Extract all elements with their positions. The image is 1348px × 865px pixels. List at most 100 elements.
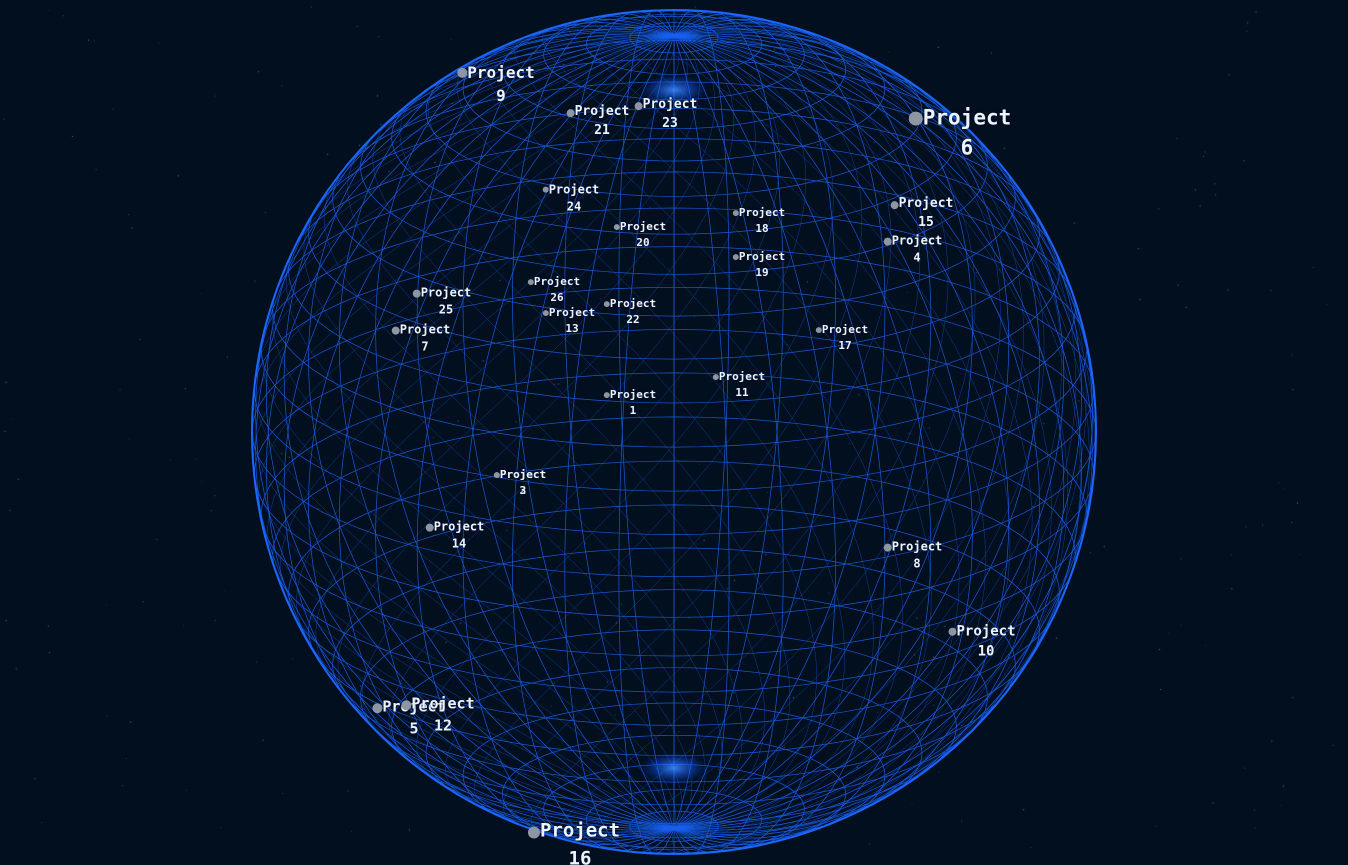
project-marker-3[interactable]: Project 3	[493, 467, 546, 499]
project-number: 22	[626, 313, 640, 326]
project-name: Project	[891, 539, 943, 554]
project-marker-13[interactable]: Project 13	[542, 305, 596, 337]
project-marker-8[interactable]: Project 8	[883, 539, 943, 574]
project-marker-6[interactable]: Project 6	[908, 103, 1012, 164]
project-dot[interactable]	[412, 290, 421, 298]
project-dot[interactable]	[908, 112, 923, 126]
project-dot[interactable]	[527, 279, 534, 285]
project-name: Project	[738, 206, 786, 220]
project-marker-24[interactable]: Project 24	[542, 182, 600, 217]
project-marker-25[interactable]: Project 25	[412, 285, 472, 320]
project-dot[interactable]	[401, 700, 412, 710]
project-number: 21	[594, 123, 610, 138]
project-name: Project	[891, 233, 943, 248]
project-marker-21[interactable]: Project 21	[566, 103, 630, 141]
project-marker-17[interactable]: Project 17	[815, 322, 869, 354]
project-number: 12	[433, 716, 453, 734]
project-dot[interactable]	[542, 310, 549, 316]
project-number: 4	[913, 251, 921, 265]
project-dot[interactable]	[883, 238, 892, 246]
project-name: Project	[548, 306, 596, 320]
project-number: 5	[409, 719, 419, 737]
project-name: Project	[420, 285, 472, 300]
project-number: 23	[662, 116, 678, 131]
project-name: Project	[642, 97, 698, 113]
project-number: 24	[566, 200, 582, 214]
project-number: 1	[629, 404, 637, 417]
project-dot[interactable]	[634, 102, 643, 110]
project-number: 3	[519, 484, 527, 497]
project-name: Project	[619, 220, 667, 234]
project-number: 9	[496, 86, 506, 105]
project-dot[interactable]	[732, 254, 739, 260]
project-name: Project	[609, 297, 657, 311]
project-number: 8	[913, 557, 921, 571]
project-marker-14[interactable]: Project 14	[425, 519, 485, 554]
project-marker-5[interactable]: Project 5	[372, 696, 446, 740]
project-name: Project	[738, 250, 786, 264]
project-name: Project	[574, 104, 630, 120]
globe-outline	[251, 9, 1097, 855]
project-marker-16[interactable]: Project 16	[527, 817, 621, 865]
project-number: 20	[636, 236, 650, 249]
project-number: 6	[960, 136, 974, 160]
project-marker-4[interactable]: Project 4	[883, 233, 943, 268]
project-dot[interactable]	[815, 327, 822, 333]
project-marker-20[interactable]: Project 20	[613, 219, 667, 251]
project-dot[interactable]	[948, 628, 957, 636]
project-name: Project	[718, 370, 766, 384]
project-dot[interactable]	[372, 703, 383, 713]
project-name: Project	[548, 182, 600, 197]
project-name: Project	[956, 623, 1016, 640]
project-name: Project	[533, 275, 581, 289]
project-number: 17	[838, 339, 852, 352]
project-dot[interactable]	[883, 544, 892, 552]
project-name: Project	[821, 323, 869, 337]
project-marker-26[interactable]: Project 26	[527, 274, 581, 306]
project-name: Project	[609, 388, 657, 402]
project-marker-10[interactable]: Project 10	[948, 622, 1016, 663]
north-pole-glow	[640, 74, 708, 106]
project-dot[interactable]	[712, 374, 719, 380]
project-name: Project	[499, 468, 547, 482]
project-dot[interactable]	[613, 224, 620, 230]
project-name: Project	[399, 322, 451, 337]
project-name: Project	[922, 105, 1012, 130]
project-number: 26	[550, 291, 564, 304]
project-name: Project	[382, 697, 446, 716]
project-marker-1[interactable]: Project 1	[603, 387, 657, 419]
project-number: 13	[565, 322, 579, 335]
project-name: Project	[539, 819, 621, 842]
project-marker-11[interactable]: Project 11	[712, 369, 766, 401]
south-pole-glow	[640, 752, 708, 784]
project-dot[interactable]	[542, 187, 549, 193]
project-name: Project	[467, 62, 535, 82]
project-number: 14	[451, 537, 467, 551]
project-name: Project	[433, 519, 485, 534]
project-dot[interactable]	[603, 301, 610, 307]
project-dot[interactable]	[527, 826, 540, 838]
project-dot[interactable]	[732, 210, 739, 216]
project-dot[interactable]	[425, 524, 434, 532]
project-number: 16	[568, 847, 592, 865]
project-marker-9[interactable]: Project 9	[457, 61, 535, 107]
project-number: 15	[918, 215, 934, 230]
project-dot[interactable]	[603, 392, 610, 398]
project-number: 10	[977, 644, 995, 660]
project-marker-22[interactable]: Project 22	[603, 296, 657, 328]
project-number: 25	[438, 303, 454, 317]
project-dot[interactable]	[566, 109, 575, 117]
project-dot[interactable]	[457, 68, 468, 78]
project-marker-23[interactable]: Project 23	[634, 96, 698, 134]
project-dot[interactable]	[493, 472, 500, 478]
project-dot[interactable]	[391, 327, 400, 335]
project-dot[interactable]	[890, 201, 899, 209]
project-number: 2	[519, 484, 527, 497]
project-number: 11	[735, 386, 749, 399]
